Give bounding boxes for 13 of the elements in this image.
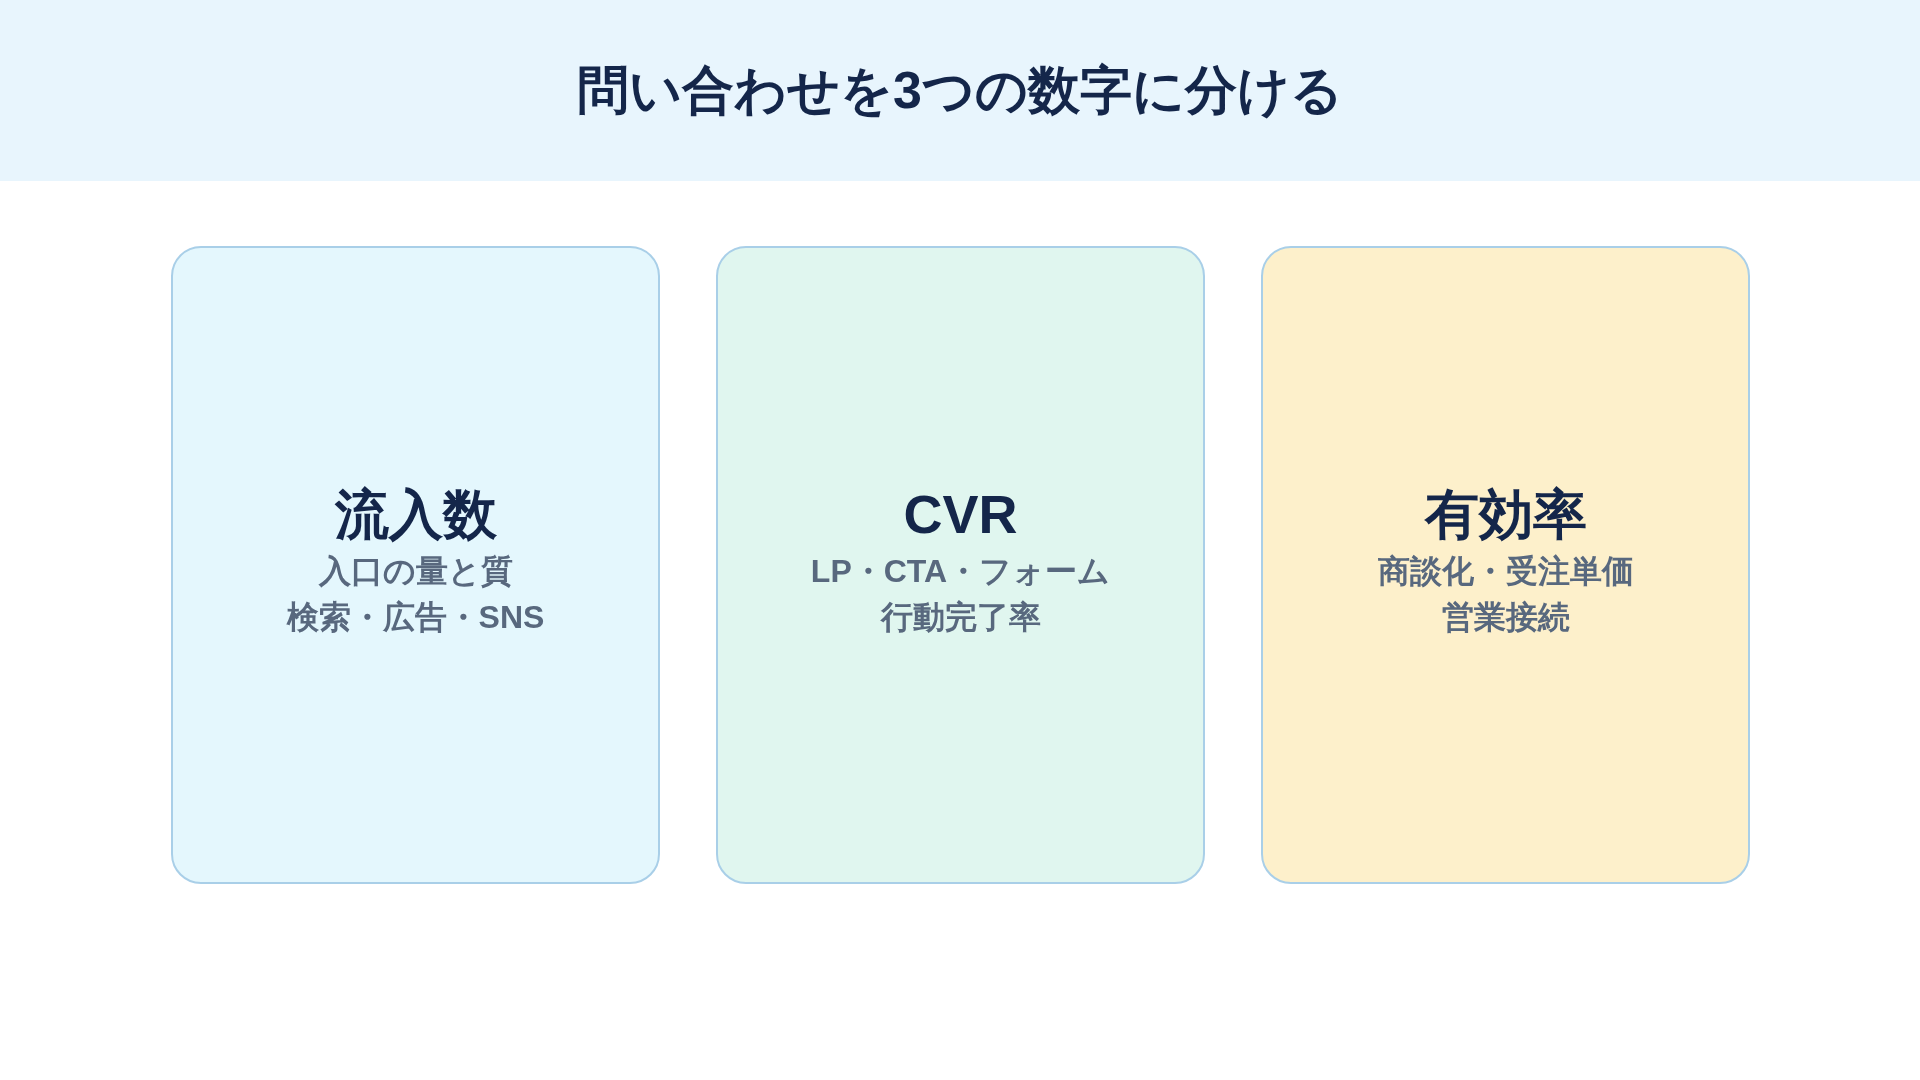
- metric-detail: 営業接続: [1441, 598, 1570, 637]
- title: 問い合わせを3つの数字に分ける: [577, 60, 1343, 121]
- metric-card: [171, 246, 660, 884]
- metric-card: [1261, 246, 1750, 884]
- metric-detail: 行動完了率: [880, 598, 1041, 637]
- metric-detail: 検索・広告・SNS: [286, 598, 545, 637]
- metric-name: CVR: [903, 483, 1018, 546]
- metric-name: 流入数: [334, 483, 497, 546]
- metric-name: 有効率: [1424, 483, 1587, 546]
- metric-card: [716, 246, 1205, 884]
- metric-detail: LP・CTA・フォーム: [810, 552, 1111, 591]
- metric-detail: 商談化・受注単価: [1377, 552, 1634, 591]
- metric-detail: 入口の量と質: [318, 552, 513, 591]
